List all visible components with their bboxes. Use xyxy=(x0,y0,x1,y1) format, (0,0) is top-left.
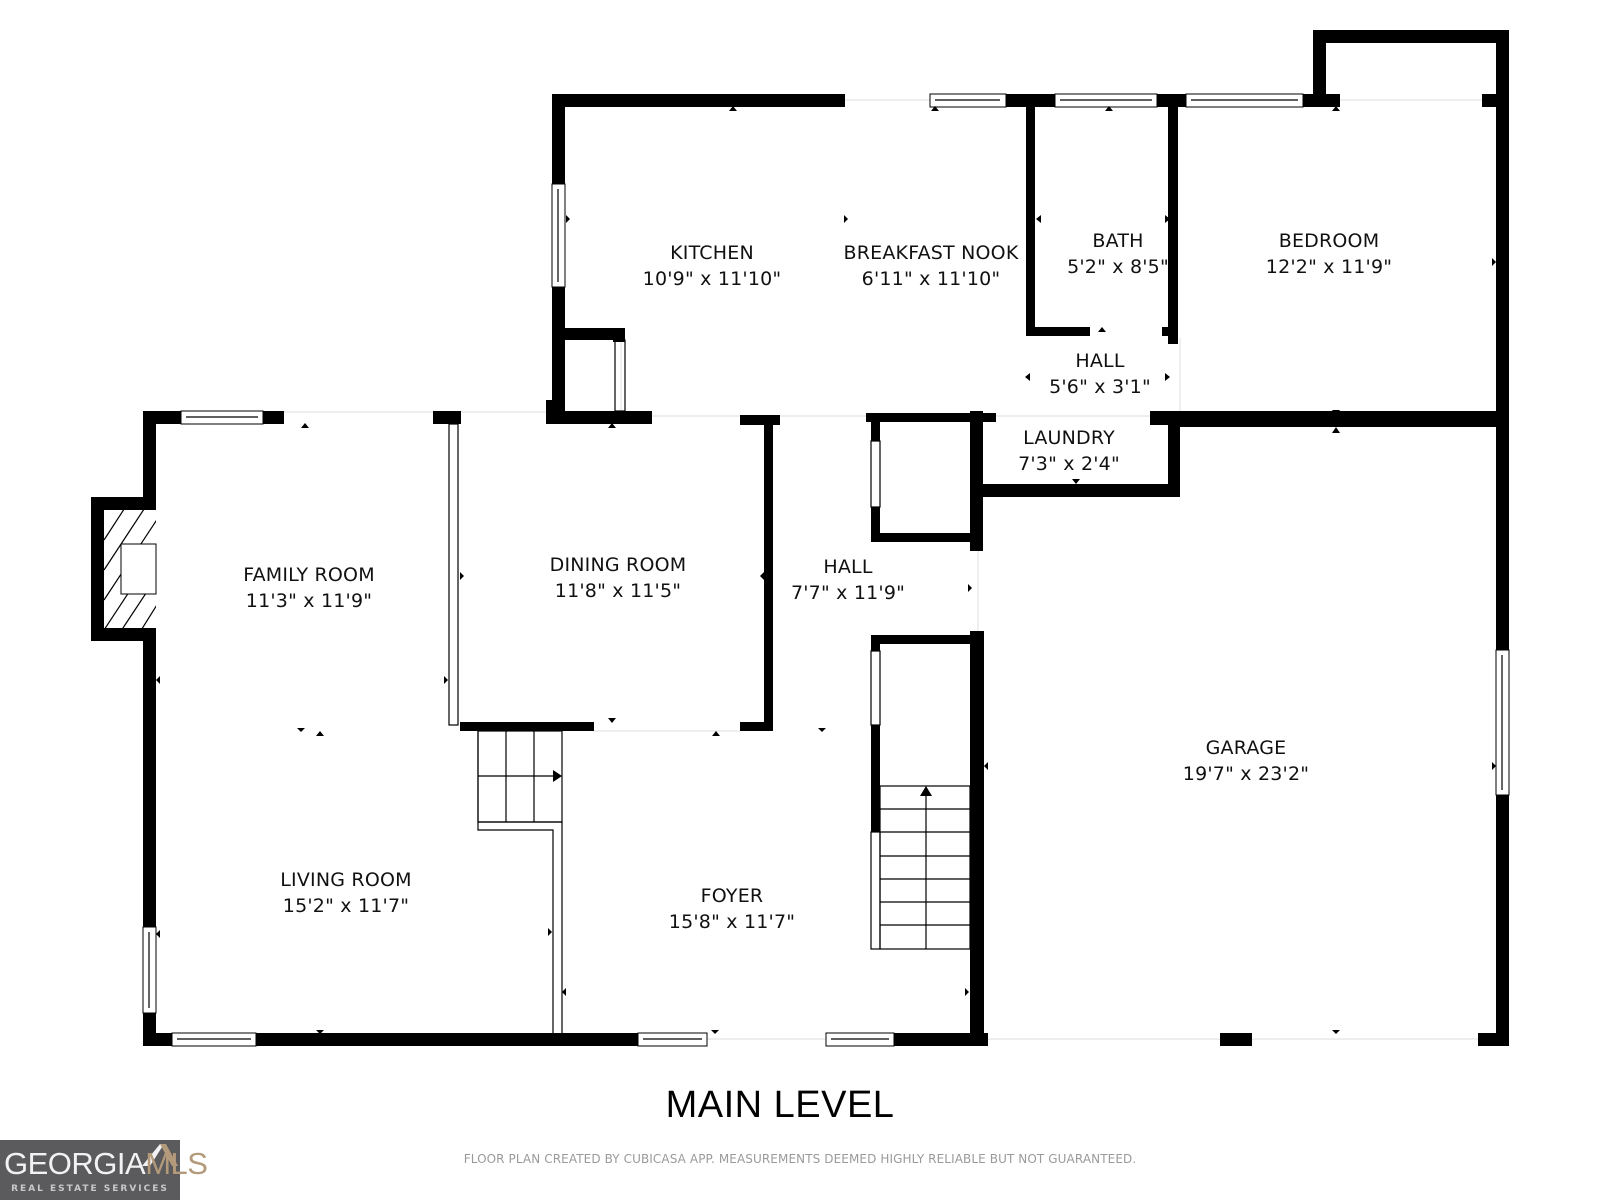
windows xyxy=(142,93,1510,1047)
measure-markers xyxy=(156,106,1496,1034)
room-name: KITCHEN xyxy=(670,242,754,264)
logo-tagline: REAL ESTATE SERVICES xyxy=(11,1184,169,1194)
room-name: BREAKFAST NOOK xyxy=(843,242,1019,264)
logo-brand-right: MLS xyxy=(145,1146,208,1181)
room-dining-room: DINING ROOM 11'8" x 11'5" xyxy=(550,552,687,604)
walls xyxy=(91,30,1509,1046)
room-name: LAUNDRY xyxy=(1023,427,1115,449)
room-name: FOYER xyxy=(700,885,764,907)
fireplace xyxy=(104,510,157,628)
room-living-room: LIVING ROOM 15'2" x 11'7" xyxy=(280,867,411,919)
room-name: GARAGE xyxy=(1205,737,1287,759)
partitions xyxy=(448,339,881,1033)
level-title: MAIN LEVEL xyxy=(665,1084,895,1126)
georgia-mls-logo: GEORGIAMLS REAL ESTATE SERVICES xyxy=(0,1140,208,1200)
room-dimensions: 19'7" x 23'2" xyxy=(1182,763,1310,785)
room-dimensions: 10'9" x 11'10" xyxy=(642,268,782,290)
room-name: DINING ROOM xyxy=(549,554,687,576)
room-name: LIVING ROOM xyxy=(280,869,412,891)
room-dimensions: 15'2" x 11'7" xyxy=(282,895,410,917)
room-dimensions: 5'2" x 8'5" xyxy=(1067,256,1169,278)
logo-brand: GEORGIAMLS xyxy=(4,1146,208,1181)
room-name: HALL xyxy=(823,556,873,578)
room-family-room: FAMILY ROOM 11'3" x 11'9" xyxy=(243,562,375,614)
room-laundry: LAUNDRY 7'3" x 2'4" xyxy=(1018,425,1120,477)
roof-icon xyxy=(142,1144,178,1166)
room-dimensions: 7'7" x 11'9" xyxy=(790,582,906,604)
room-hall-center: HALL 7'7" x 11'9" xyxy=(791,554,905,606)
room-bath: BATH 5'2" x 8'5" xyxy=(1067,228,1169,280)
room-dimensions: 5'6" x 3'1" xyxy=(1049,376,1151,398)
room-dimensions: 6'11" x 11'10" xyxy=(861,268,1001,290)
disclaimer: FLOOR PLAN CREATED BY CUBICASA APP. MEAS… xyxy=(463,1152,1137,1166)
room-name: HALL xyxy=(1075,350,1125,372)
room-hall-upper: HALL 5'6" x 3'1" xyxy=(1049,348,1151,400)
room-dimensions: 11'3" x 11'9" xyxy=(245,590,373,612)
room-dimensions: 15'8" x 11'7" xyxy=(668,911,796,933)
room-name: BEDROOM xyxy=(1278,230,1380,252)
logo-brand-left: GEORGIA xyxy=(4,1146,146,1181)
stairs-right xyxy=(879,785,971,950)
room-bedroom: BEDROOM 12'2" x 11'9" xyxy=(1266,228,1392,280)
room-name: FAMILY ROOM xyxy=(243,564,375,586)
room-breakfast-nook: BREAKFAST NOOK 6'11" x 11'10" xyxy=(844,240,1019,292)
room-garage: GARAGE 19'7" x 23'2" xyxy=(1183,735,1309,787)
room-dimensions: 7'3" x 2'4" xyxy=(1018,453,1120,475)
room-dimensions: 11'8" x 11'5" xyxy=(554,580,682,602)
room-foyer: FOYER 15'8" x 11'7" xyxy=(669,883,795,935)
room-kitchen: KITCHEN 10'9" x 11'10" xyxy=(643,240,782,292)
room-dimensions: 12'2" x 11'9" xyxy=(1265,256,1393,278)
stairs-left xyxy=(477,730,563,823)
room-name: BATH xyxy=(1092,230,1144,252)
